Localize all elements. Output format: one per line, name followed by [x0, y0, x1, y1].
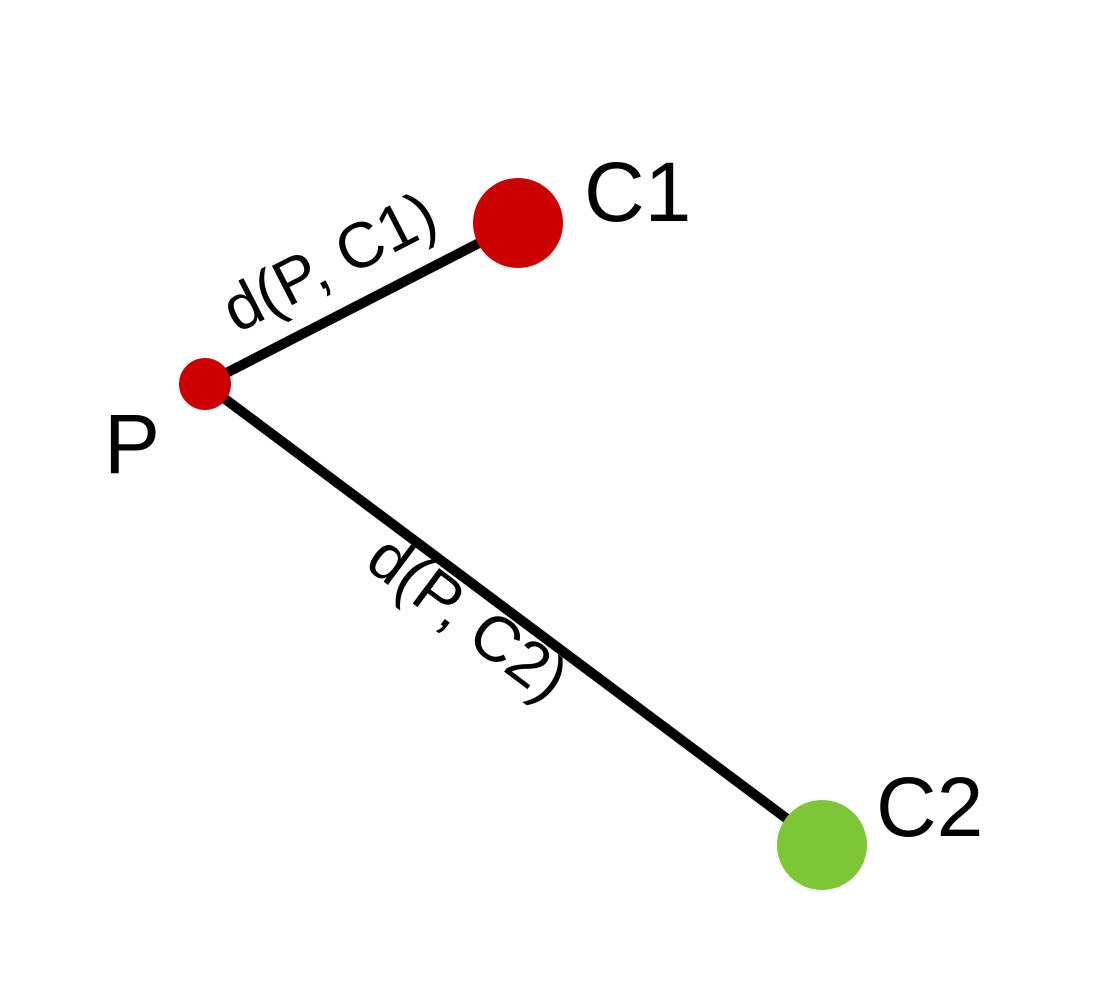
edge-p-c2 [200, 379, 827, 850]
point-p [179, 358, 231, 410]
point-p-label: P [104, 397, 160, 491]
point-c2-label: C2 [876, 760, 983, 854]
point-c2 [777, 800, 867, 890]
edge-p-c2-label: d(P, C2) [355, 520, 582, 715]
point-c1-label: C1 [584, 145, 691, 239]
point-c1 [473, 178, 563, 268]
edge-p-c1 [200, 218, 523, 389]
